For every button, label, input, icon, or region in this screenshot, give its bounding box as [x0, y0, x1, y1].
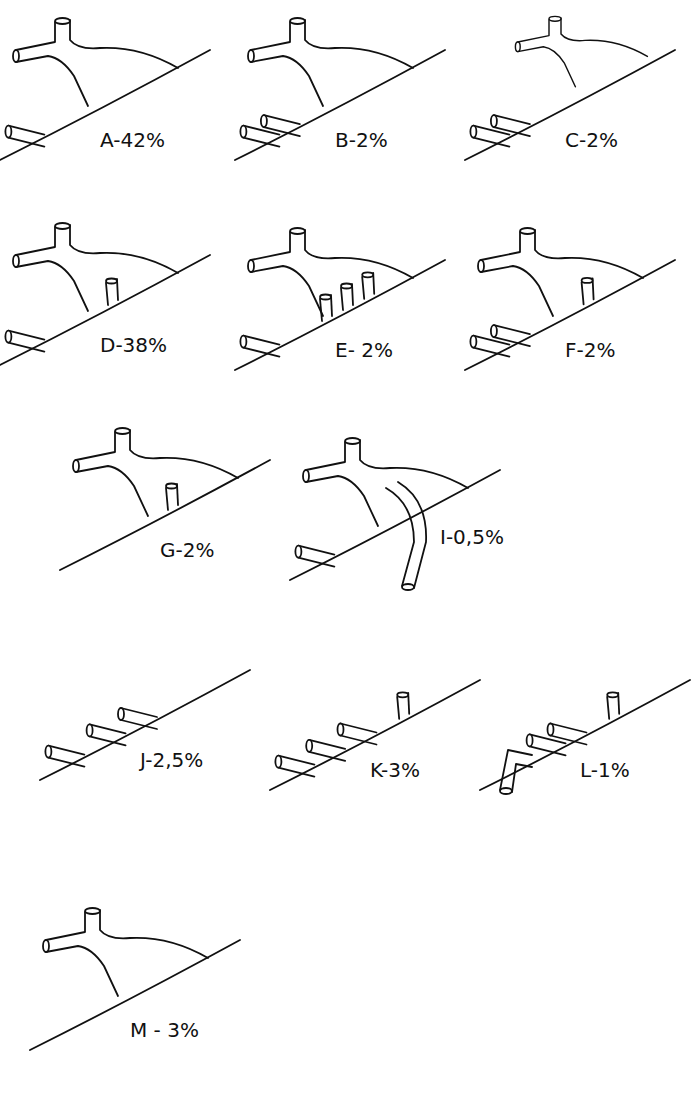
variant-label: E- 2%: [335, 338, 393, 362]
branch-tube: [275, 756, 314, 777]
variant-label: I-0,5%: [440, 525, 504, 549]
branch-tube: [5, 126, 44, 147]
variant-sketch: [235, 228, 445, 370]
branch-trunk: [13, 18, 178, 106]
branch-stub: [320, 295, 332, 322]
vessel-wall: [465, 260, 675, 370]
variant-sketch: [480, 680, 690, 794]
vessel-wall: [480, 680, 690, 790]
variant-sketch: [465, 16, 675, 160]
branch-tube: [338, 724, 377, 745]
vessel-wall: [270, 680, 480, 790]
vessel-end: [402, 584, 414, 590]
looping-vessel: [398, 482, 426, 588]
variant-label: D-38%: [100, 333, 167, 357]
branch-trunk: [73, 428, 238, 516]
branch-tube: [306, 740, 345, 761]
branch-stub: [362, 272, 374, 299]
branch-tube: [118, 708, 157, 729]
vessel-wall: [30, 940, 240, 1050]
vessel-wall: [40, 670, 250, 780]
forked-vessel: [512, 764, 532, 792]
variant-label: A-42%: [100, 128, 165, 152]
branch-trunk: [515, 16, 647, 86]
variant-sketch: [290, 438, 500, 590]
variant-label: K-3%: [370, 758, 420, 782]
branch-tube: [240, 336, 279, 357]
variant-label: F-2%: [565, 338, 615, 362]
branch-trunk: [303, 438, 468, 526]
variant-label: M - 3%: [130, 1018, 199, 1042]
variant-sketch: [235, 18, 445, 160]
branch-stub: [106, 279, 118, 306]
variant-sketch: [0, 18, 210, 160]
branch-stub: [607, 692, 619, 719]
variant-label: G-2%: [160, 538, 214, 562]
branch-trunk: [13, 223, 178, 311]
branch-stub: [341, 284, 353, 311]
branch-tube: [261, 115, 300, 136]
variant-sketch: [0, 223, 210, 365]
branch-tube: [295, 546, 334, 567]
variant-sketch: [60, 428, 270, 570]
variant-sketch: [30, 908, 240, 1050]
branch-trunk: [43, 908, 208, 996]
vessel-wall: [60, 460, 270, 570]
branch-tube: [5, 331, 44, 352]
branch-stub: [166, 484, 178, 511]
vessel-wall: [235, 260, 445, 370]
variant-label: C-2%: [565, 128, 618, 152]
branch-tube: [491, 325, 530, 346]
branch-stub: [397, 692, 409, 719]
branch-stub: [582, 278, 594, 305]
branch-tube: [491, 115, 530, 136]
branch-tube: [45, 746, 84, 767]
vessel-wall: [0, 255, 210, 365]
variant-label: J-2,5%: [140, 748, 203, 772]
variant-sketch: [465, 228, 675, 370]
variant-sketch: [40, 670, 250, 780]
variant-label: B-2%: [335, 128, 388, 152]
vessel-wall: [465, 50, 675, 160]
looping-vessel: [386, 488, 414, 586]
variant-sketch: [270, 680, 480, 790]
vessel-wall: [235, 50, 445, 160]
branch-tube: [548, 724, 587, 745]
branch-trunk: [248, 18, 413, 106]
variant-label: L-1%: [580, 758, 630, 782]
branch-trunk: [478, 228, 643, 316]
branch-tube: [87, 724, 126, 745]
vessel-wall: [0, 50, 210, 160]
vessel-end: [500, 788, 512, 794]
